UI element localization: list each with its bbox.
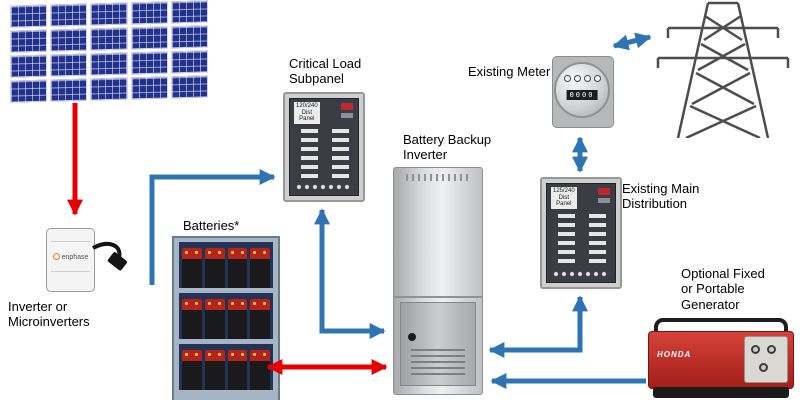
meter-register: 0000 [566, 90, 598, 100]
meter-dials [556, 75, 608, 82]
solar-panel [90, 52, 128, 76]
label-existing-main-distribution: Existing Main Distribution [622, 181, 700, 212]
solar-panel [10, 79, 48, 103]
label-battery-backup-inverter: Battery Backup Inverter [403, 132, 492, 163]
distribution-door: 125/240 Dist Panel [546, 183, 616, 283]
enphase-logo: enphase [47, 253, 94, 261]
subpanel-breakers [296, 129, 352, 178]
battery-cell [182, 299, 202, 339]
generator-body: HONDA [648, 331, 794, 389]
solar-panel [50, 3, 88, 27]
critical-load-subpanel-icon: 120/240 Dist Panel [283, 92, 365, 202]
battery-backup-inverter-icon [393, 167, 483, 395]
meter-dial [573, 75, 581, 82]
microinverter-icon: enphase [46, 228, 95, 292]
solar-panel [10, 29, 48, 53]
generator-outlet [767, 345, 776, 354]
battery-shelf [179, 242, 273, 288]
existing-meter-icon: 0000 [554, 62, 610, 118]
subpanel-knockouts [295, 183, 353, 191]
solar-panel [10, 4, 48, 28]
solar-panel [130, 51, 168, 75]
inverter-seam [394, 296, 482, 298]
inverter-grille [411, 349, 465, 379]
battery-cell [227, 299, 248, 339]
subpanel-red-chip [341, 103, 353, 110]
solar-panel [90, 2, 128, 26]
label-optional-generator: Optional Fixed or Portable Generator [681, 266, 765, 312]
distribution-gray-chip [598, 198, 610, 203]
power-cord [92, 242, 122, 259]
solar-panel [130, 1, 168, 25]
portable-generator-icon: HONDA [648, 318, 794, 398]
solar-panel [130, 26, 168, 50]
battery-rack-icon [172, 236, 280, 400]
distribution-knockouts [552, 270, 610, 278]
battery-shelf [179, 344, 273, 390]
battery-cell [250, 350, 270, 390]
solar-panel-array-icon [10, 0, 208, 103]
inverter-knockout [408, 333, 416, 341]
main-distribution-panel-icon: 125/240 Dist Panel [540, 177, 622, 289]
distribution-breakers [553, 214, 609, 265]
generator-control-panel [744, 336, 788, 383]
solar-panel [170, 75, 208, 99]
meter-dial [593, 75, 601, 82]
label-inverter-or-microinverters: Inverter or Microinverters [8, 299, 90, 330]
inverter-vent [406, 174, 470, 181]
label-batteries: Batteries* [183, 218, 240, 233]
arrow-subpanel-to-inverter [313, 208, 386, 340]
label-existing-meter: Existing Meter [468, 64, 551, 79]
solar-panel [90, 77, 128, 101]
solar-panel [10, 54, 48, 78]
power-plug-icon [107, 252, 127, 271]
transmission-tower-icon [656, 1, 790, 138]
arrow-distribution-to-inverter [488, 295, 589, 359]
battery-cell [182, 248, 202, 288]
battery-cell [182, 350, 202, 390]
generator-brand: HONDA [657, 350, 692, 359]
meter-dial [563, 75, 571, 82]
solar-panel [130, 76, 168, 100]
battery-cell [227, 350, 248, 390]
battery-cell [227, 248, 248, 288]
subpanel-gray-chip [341, 113, 353, 118]
microinverter-seam [51, 241, 90, 242]
battery-cell [204, 350, 225, 390]
generator-base [653, 387, 789, 398]
solar-panel [90, 27, 128, 51]
battery-cell [204, 299, 225, 339]
subpanel-rating-label: 120/240 Dist Panel [294, 102, 320, 124]
solar-panel [170, 0, 208, 24]
inverter-lower-panel [400, 302, 476, 386]
subpanel-door: 120/240 Dist Panel [289, 98, 359, 196]
battery-cell [204, 248, 225, 288]
generator-outlet [751, 345, 760, 354]
solar-panel [50, 53, 88, 77]
battery-shelf [179, 293, 273, 339]
label-critical-load-subpanel: Critical Load Subpanel [289, 56, 362, 87]
battery-cell [250, 248, 270, 288]
battery-cell [250, 299, 270, 339]
solar-panel [50, 28, 88, 52]
solar-panel [170, 50, 208, 74]
generator-frame [654, 318, 788, 340]
solar-panel [50, 78, 88, 102]
distribution-rating-label: 125/240 Dist Panel [551, 187, 577, 209]
distribution-red-chip [598, 188, 610, 195]
meter-dial [583, 75, 591, 82]
solar-panel [170, 25, 208, 49]
arrow-meter-to-tower [612, 32, 652, 51]
generator-outlet [759, 363, 768, 372]
